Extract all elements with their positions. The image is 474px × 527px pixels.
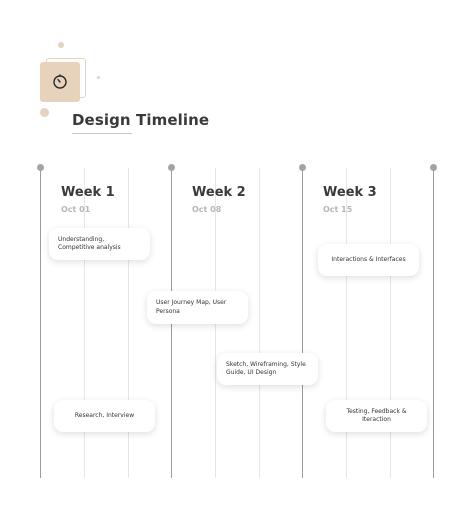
grid-line-minor	[259, 168, 260, 478]
task-card[interactable]: Understanding, Competitive analysis	[49, 228, 150, 260]
decor-dot-top	[58, 42, 64, 48]
task-card-text: Sketch, Wireframing, Style Guide, UI Des…	[226, 360, 306, 377]
task-card[interactable]: Testing, Feedback & Iteraction	[326, 400, 427, 432]
grid-line-major	[433, 168, 434, 478]
grid-line-minor	[84, 168, 85, 478]
week-1-label: Week 1	[61, 185, 115, 200]
page-title: Design Timeline	[72, 111, 210, 129]
task-card[interactable]: Interactions & Interfaces	[318, 244, 419, 276]
grid-line-minor	[346, 168, 347, 478]
week-2-label: Week 2	[192, 185, 246, 200]
task-card-text: Interactions & Interfaces	[331, 255, 406, 263]
task-card[interactable]: Sketch, Wireframing, Style Guide, UI Des…	[217, 353, 318, 385]
timeline-knob	[430, 164, 437, 171]
task-card[interactable]: User Journey Map, User Persona	[147, 291, 248, 324]
task-card[interactable]: Research, Interview	[54, 400, 155, 432]
week-1-date: Oct 01	[61, 205, 91, 214]
week-3-label: Week 3	[323, 185, 377, 200]
timeline-knob	[37, 164, 44, 171]
decor-dot-left	[40, 108, 49, 117]
grid-line-major	[40, 168, 41, 478]
week-2-date: Oct 08	[192, 205, 222, 214]
task-card-text: Research, Interview	[74, 411, 135, 419]
grid-line-major	[302, 168, 303, 478]
task-card-text: Understanding, Competitive analysis	[58, 235, 121, 252]
task-card-text: Testing, Feedback & Iteraction	[346, 407, 407, 424]
decor-dot-right	[97, 76, 100, 79]
week-3-date: Oct 15	[323, 205, 353, 214]
task-card-text: User Journey Map, User Persona	[156, 299, 227, 315]
grid-line-minor	[128, 168, 129, 478]
timeline-knob	[299, 164, 306, 171]
timer-icon	[53, 74, 67, 89]
grid-line-minor	[390, 168, 391, 478]
title-underline	[72, 133, 132, 134]
timeline-knob	[168, 164, 175, 171]
header-icon-box	[40, 62, 80, 102]
